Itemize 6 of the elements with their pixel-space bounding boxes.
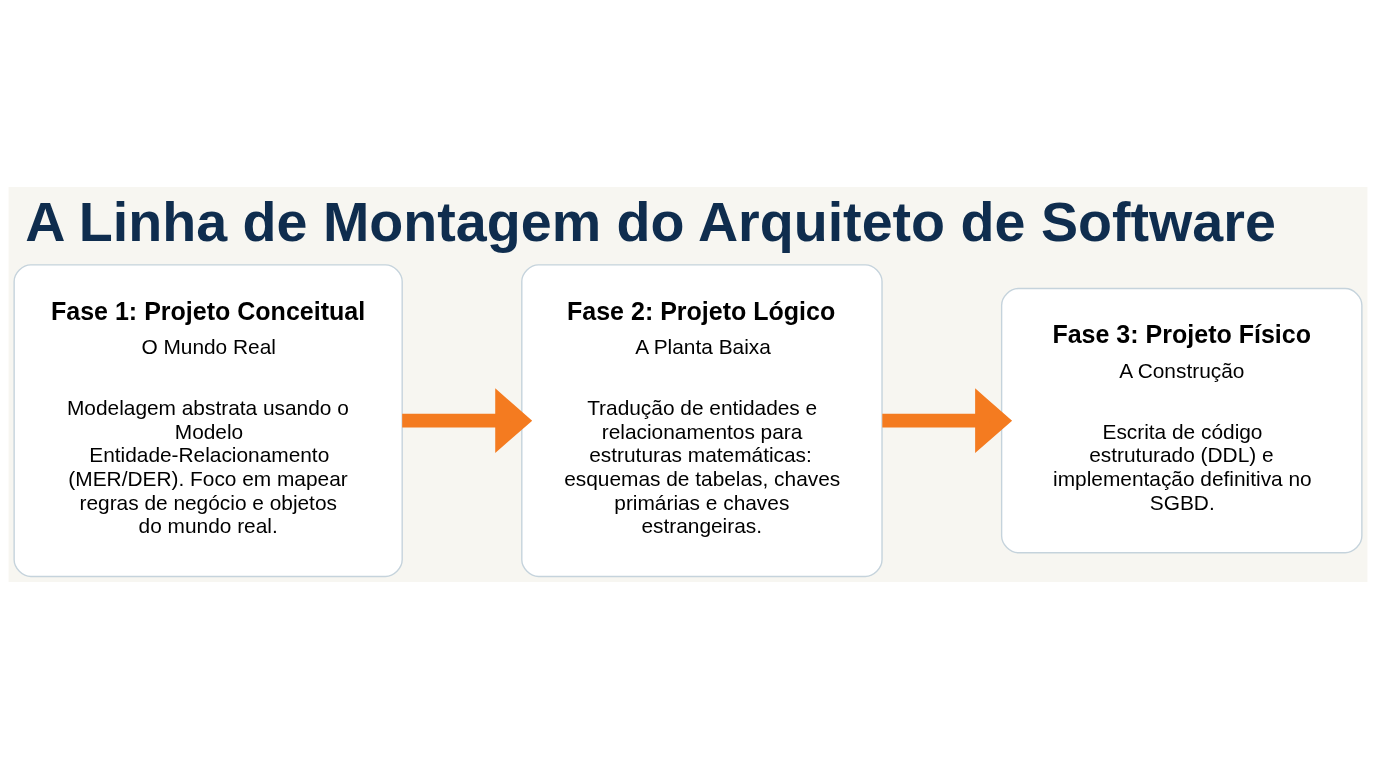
node-box: Fase 2: Projeto Lógico A Planta Baixa Tradução de entidades e relacionamentos para estruturas matemáticas: esquemas de tabelas, chaves primárias e chaves estrangeiras.: [521, 263, 883, 577]
arrow: [882, 387, 1013, 453]
node-box: Fase 1: Projeto Conceitual O Mundo Real Modelagem abstrata usando o Modelo Entidade-Relacionamento (MER/DER). Foco em mapear regras de negócio e objetos do mundo real.: [13, 263, 403, 577]
diagram-title: A Linha de Montagem do Arquiteto de Software: [25, 190, 1276, 253]
node-box: Fase 3: Projeto Físico A Construção Escrita de código estruturado (DDL) e implementação definitiva no SGBD.: [1000, 287, 1363, 553]
arrow: [402, 387, 533, 453]
